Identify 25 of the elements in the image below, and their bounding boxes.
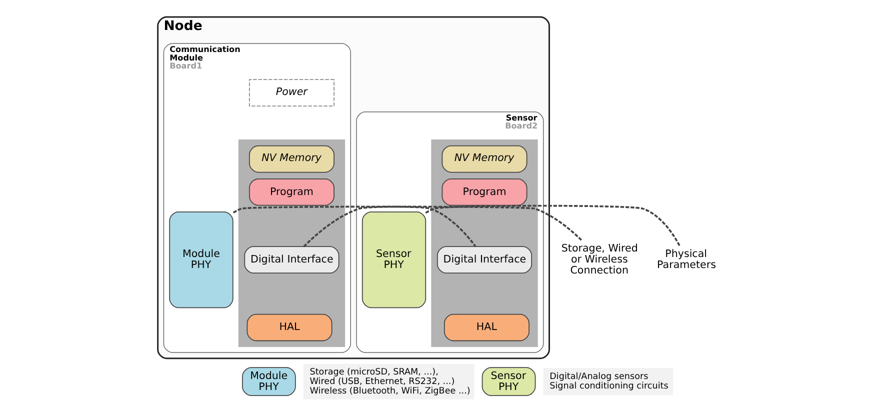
node-label: Wired (USB, Ethernet, RS232, ...)	[309, 376, 454, 387]
node-box: Digital Interface	[244, 246, 339, 274]
node-box: Sensor PHY	[481, 367, 536, 396]
node-box: Module PHY	[168, 212, 233, 308]
node-label: Storage (microSD, SRAM, ...),	[309, 367, 438, 378]
node-box: Power	[248, 79, 334, 106]
cluster	[238, 140, 345, 347]
node-text: Storage, Wired or Wireless Connection	[560, 242, 638, 277]
connector	[302, 206, 476, 248]
node-box: Sensor PHY	[361, 212, 426, 308]
cluster	[430, 140, 538, 347]
node-box: Digital Interface	[436, 246, 532, 274]
node-box: Program	[441, 178, 527, 206]
node-box: NV Memory	[441, 145, 527, 173]
node-box: HAL	[246, 314, 332, 342]
connector	[424, 204, 680, 246]
node-label: Signal conditioning circuits	[549, 382, 668, 392]
connector	[232, 206, 582, 241]
node-box: Module PHY	[242, 367, 296, 396]
node-box: Program	[248, 178, 334, 206]
node-box: HAL	[443, 314, 529, 342]
node-text: Physical Parameters	[656, 248, 716, 272]
node-label: Wireless (Bluetooth, WiFi, ZigBee ...)	[309, 386, 470, 396]
node-label: Digital/Analog sensors	[549, 372, 648, 382]
node-box: NV Memory	[248, 145, 334, 173]
